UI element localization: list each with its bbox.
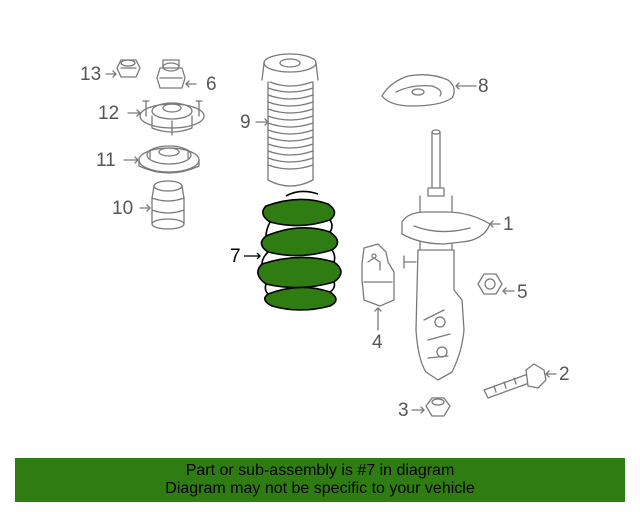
part-13-nut[interactable] <box>116 59 141 78</box>
part-8-spring-seat[interactable] <box>381 74 455 107</box>
parts-diagram <box>105 53 557 417</box>
part-5-nut[interactable] <box>477 273 503 295</box>
leader-lines <box>105 70 557 414</box>
part-2-bolt[interactable] <box>483 363 547 399</box>
part-10-bump-stop[interactable] <box>151 180 185 230</box>
part-11-strut-mount[interactable] <box>138 145 200 174</box>
callout-5[interactable]: 5 <box>517 282 528 303</box>
callout-8[interactable]: 8 <box>478 76 489 97</box>
part-7-coil-spring[interactable] <box>257 190 342 311</box>
part-1-strut-assembly[interactable] <box>401 129 491 381</box>
callout-13[interactable]: 13 <box>80 64 102 85</box>
part-12-upper-mount[interactable] <box>139 100 205 136</box>
part-6-top-nut[interactable] <box>156 59 186 89</box>
part-9-dust-boot[interactable] <box>261 53 319 187</box>
callout-3[interactable]: 3 <box>398 400 409 421</box>
callout-10[interactable]: 10 <box>112 198 134 219</box>
callout-9[interactable]: 9 <box>240 112 251 133</box>
callout-11[interactable]: 11 <box>96 150 116 171</box>
callout-2[interactable]: 2 <box>559 364 570 385</box>
banner-line-2: Diagram may not be specific to your vehi… <box>165 480 475 497</box>
part-7-leader <box>244 252 261 260</box>
callout-12[interactable]: 12 <box>98 103 120 124</box>
callout-6[interactable]: 6 <box>206 74 217 95</box>
banner-line-1: Part or sub-assembly is #7 in diagram <box>185 462 455 479</box>
callout-4[interactable]: 4 <box>372 332 383 353</box>
part-4-bracket[interactable] <box>361 243 395 307</box>
info-banner: Part or sub-assembly is #7 in diagram Di… <box>15 458 625 502</box>
callout-7[interactable]: 7 <box>230 246 241 267</box>
callout-1[interactable]: 1 <box>503 214 514 235</box>
part-3-flange-nut[interactable] <box>425 397 451 417</box>
